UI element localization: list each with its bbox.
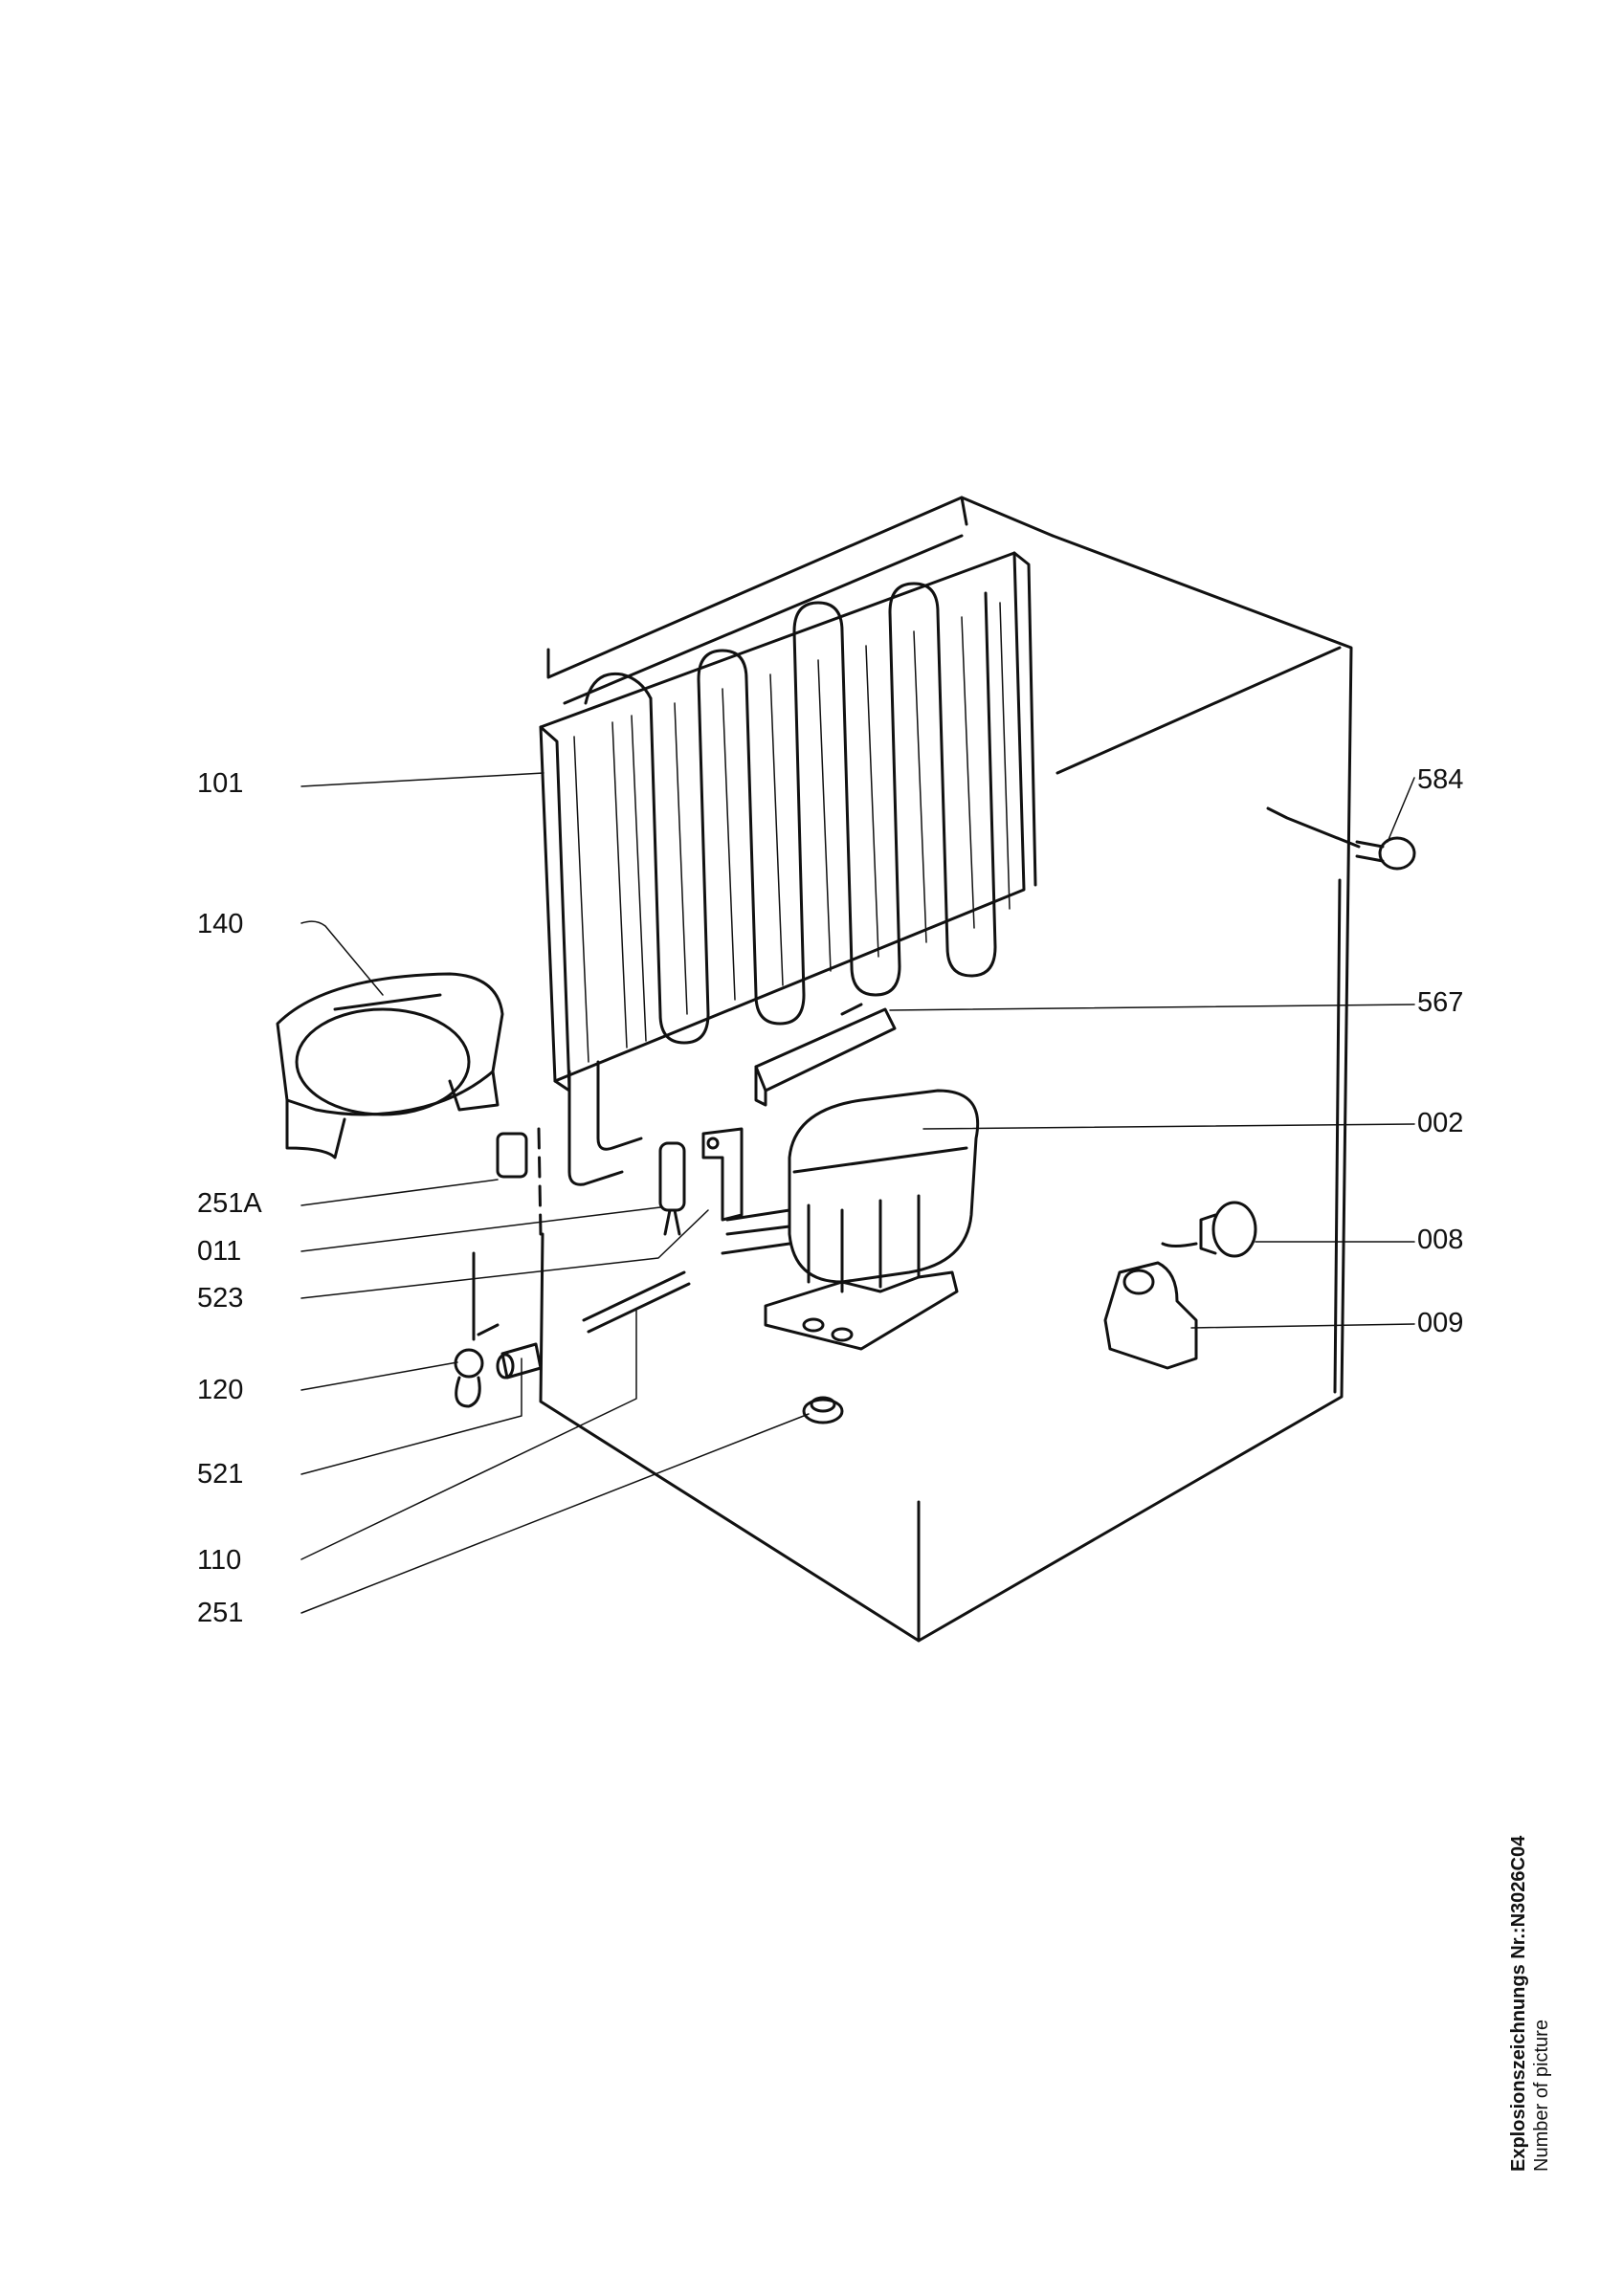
part-label-110: 110 (197, 1545, 242, 1576)
part-label-011: 011 (197, 1236, 242, 1267)
part-label-523: 523 (197, 1283, 244, 1314)
part-label-584: 584 (1417, 764, 1464, 795)
part-label-567: 567 (1417, 987, 1464, 1018)
condenser (539, 534, 1037, 1186)
tube-110 (582, 1270, 691, 1334)
part-label-009: 009 (1417, 1308, 1464, 1338)
bracket-567 (754, 1003, 897, 1107)
part-label-008: 008 (1417, 1225, 1464, 1255)
starter-relay (658, 1141, 686, 1236)
connector-251A (496, 1132, 528, 1179)
cabinet-outline (537, 496, 1353, 1643)
part-label-002: 002 (1417, 1108, 1464, 1138)
drawing-number: Explosionszeichnungs Nr.:N3026C04 (1508, 1835, 1529, 2172)
compressor (721, 1089, 980, 1351)
drawing-number-subtitle: Number of picture (1531, 2020, 1552, 2172)
cover-009 (1103, 1261, 1198, 1370)
plug-521 (496, 1342, 543, 1380)
drip-tray (276, 972, 504, 1159)
part-label-251: 251 (197, 1598, 244, 1628)
bracket-523 (701, 1127, 744, 1222)
leader-lines (300, 772, 1415, 1614)
part-label-140: 140 (197, 909, 244, 939)
part-label-101: 101 (197, 768, 244, 799)
part-label-120: 120 (197, 1375, 244, 1405)
part-label-251A: 251A (197, 1188, 262, 1219)
grommet-251 (802, 1396, 844, 1424)
part-label-521: 521 (197, 1459, 244, 1490)
overload-008 (1161, 1201, 1257, 1258)
sensor-584 (1266, 806, 1416, 871)
drawing-number-caption: Explosionszeichnungs Nr.:N3026C04 Number… (1507, 1836, 1553, 2172)
